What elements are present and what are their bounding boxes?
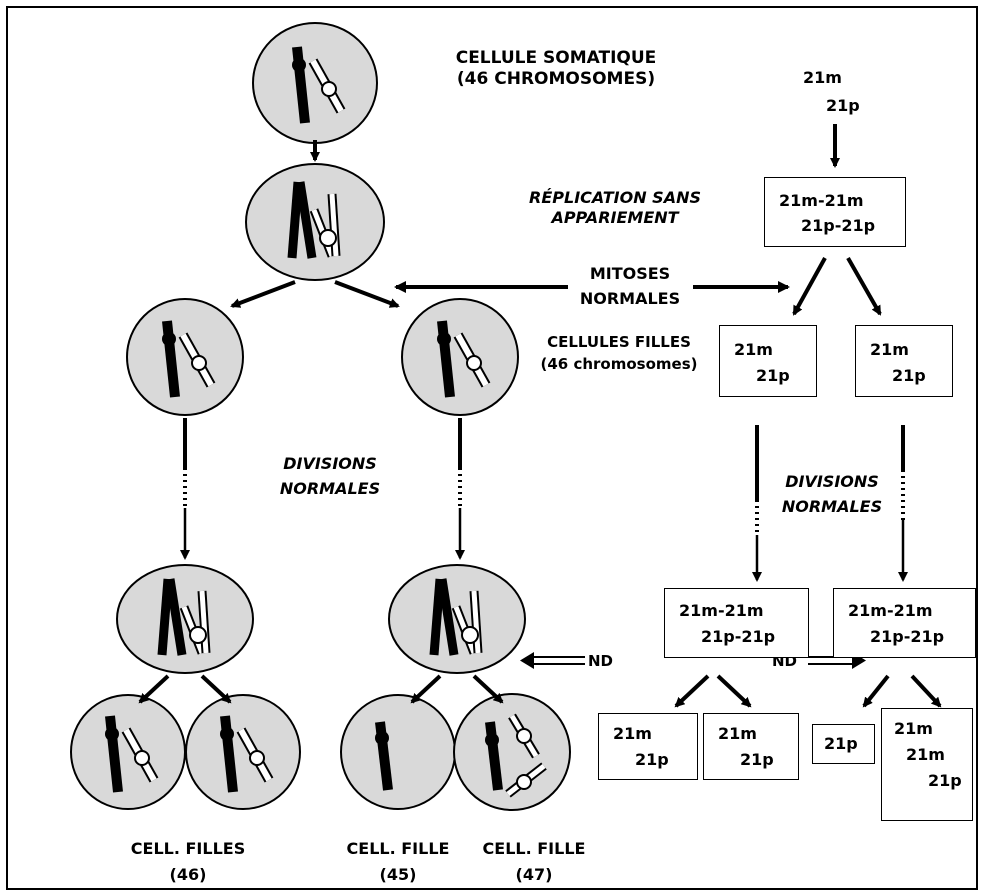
- divisions-left-line2: NORMALES: [279, 478, 381, 498]
- box-final-2: 21m 21p: [703, 713, 799, 780]
- box-line-m: 21m: [906, 745, 945, 764]
- cell-somatic: [252, 22, 378, 144]
- box-line-mm: 21m-21m: [848, 601, 933, 620]
- cell-replicated-right: [388, 564, 526, 674]
- box-line-m: 21m: [613, 724, 652, 743]
- box-daughter-left: 21m 21p: [719, 325, 817, 397]
- box-daughter-right: 21m 21p: [855, 325, 953, 397]
- top-21m: 21m: [803, 68, 842, 87]
- replication-line2: APPARIEMENT: [551, 208, 679, 227]
- box-replicated-left: 21m-21m 21p-21p: [664, 588, 809, 658]
- box-line-p: 21p: [635, 750, 669, 769]
- somatic-count: (46 CHROMOSOMES): [456, 69, 656, 90]
- nd-arrow-left: [520, 652, 585, 669]
- box-final-4: 21m 21m 21p: [881, 708, 973, 821]
- nd-label-left: ND: [588, 652, 614, 670]
- box-line-m: 21m: [870, 340, 909, 359]
- box-final-1: 21m 21p: [598, 713, 698, 780]
- cell-filles-label: CELL. FILLES: [130, 839, 246, 858]
- cell-filles-46-a: [70, 694, 186, 810]
- box-line-mm: 21m-21m: [679, 601, 764, 620]
- divisions-left-line1: DIVISIONS: [283, 454, 377, 473]
- box-line-m: 21m: [718, 724, 757, 743]
- box-final-3: 21p: [812, 724, 875, 764]
- cell-replicated: [245, 163, 385, 281]
- box-line-m: 21m: [734, 340, 773, 359]
- box-line-p: 21p: [740, 750, 774, 769]
- cell-fille-47: [453, 693, 571, 811]
- cell-fille-47-count: (47): [515, 864, 553, 884]
- box-line-pp: 21p-21p: [701, 627, 776, 646]
- box-replicated-top: 21m-21m 21p-21p: [764, 177, 906, 247]
- cell-fille-45: [340, 694, 456, 810]
- cell-fille-45-count: (45): [379, 864, 417, 884]
- cell-filles-46-b: [185, 694, 301, 810]
- box-line-p: 21p: [756, 366, 790, 385]
- figure-frame: [6, 6, 978, 890]
- box-line-p: 21p: [892, 366, 926, 385]
- box-line-mm: 21m-21m: [779, 191, 864, 210]
- divisions-right-line1: DIVISIONS: [785, 472, 879, 491]
- divisions-right-line2: NORMALES: [781, 496, 883, 516]
- somatic-title: CELLULE SOMATIQUE: [455, 48, 657, 68]
- box-line-m: 21m: [894, 719, 933, 738]
- daughters-line1: CELLULES FILLES: [547, 333, 691, 351]
- daughters-line2: (46 chromosomes): [540, 354, 698, 373]
- cell-daughter-left: [126, 298, 244, 416]
- cell-replicated-left: [116, 564, 254, 674]
- box-line-p: 21p: [824, 734, 858, 753]
- flow-arrows: [138, 124, 942, 708]
- cell-filles-count: (46): [169, 864, 207, 884]
- replication-line1: RÉPLICATION SANS: [529, 188, 701, 207]
- cell-daughter-right: [401, 298, 519, 416]
- cell-fille-45-label: CELL. FILLE: [346, 839, 450, 858]
- box-line-pp: 21p-21p: [870, 627, 945, 646]
- mitoses-line2: NORMALES: [579, 288, 681, 308]
- cell-fille-47-label: CELL. FILLE: [482, 839, 586, 858]
- mitoses-line1: MITOSES: [589, 264, 671, 283]
- box-line-pp: 21p-21p: [801, 216, 876, 235]
- top-21p: 21p: [826, 96, 860, 115]
- box-replicated-right: 21m-21m 21p-21p: [833, 588, 976, 658]
- box-line-p: 21p: [928, 771, 962, 790]
